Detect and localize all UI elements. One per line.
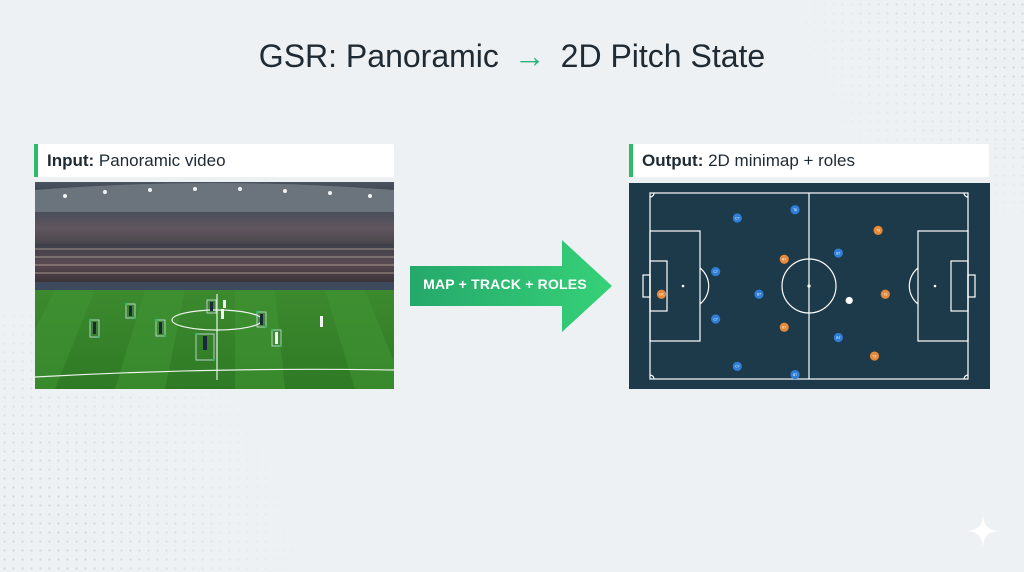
blue-player-dot: [790, 369, 800, 380]
blue-player-role: B7: [757, 293, 761, 297]
blue-player-marker: B7: [833, 332, 843, 343]
left-penalty-arc: [699, 267, 710, 305]
stadium-image: [35, 182, 394, 389]
title-left: GSR: Panoramic: [258, 38, 499, 74]
orange-player-marker: T3: [869, 351, 880, 361]
center-spot: [807, 284, 811, 288]
orange-player-dot: [880, 289, 890, 299]
blue-player-dot: [732, 213, 742, 223]
blue-player-dot: [711, 314, 721, 324]
title-arrow-icon: →: [513, 38, 546, 74]
title-right: 2D Pitch State: [560, 38, 766, 74]
blue-player-marker: C7: [732, 213, 742, 223]
blue-player-dot: [833, 248, 843, 258]
blue-player-role: C7: [713, 270, 717, 274]
orange-player-role: T3: [883, 293, 887, 297]
blue-player-dot: [790, 205, 800, 215]
input-label: Input: Panoramic video: [34, 144, 394, 177]
blue-player-role: B7: [836, 251, 840, 255]
blue-player-role: B7: [793, 373, 797, 377]
input-label-text: Panoramic video: [94, 151, 226, 170]
left-penalty-spot: [681, 284, 685, 288]
right-penalty-arc: [908, 267, 919, 305]
orange-player-role: T3: [872, 354, 876, 358]
orange-player-marker: B7: [779, 254, 789, 264]
blue-player-dot: [732, 361, 742, 371]
sparkle-icon: [967, 515, 999, 547]
blue-player-marker: B7: [790, 369, 800, 380]
output-label: Output: 2D minimap + roles: [629, 144, 989, 177]
output-label-bold: Output:: [642, 151, 704, 170]
orange-player-marker: T3: [880, 289, 890, 299]
right-arrow-icon: [410, 240, 612, 332]
input-label-bold: Input:: [47, 151, 95, 170]
orange-player-marker: GK: [656, 289, 667, 299]
orange-player-role: B7: [782, 258, 786, 262]
process-arrow: MAP + TRACK + ROLES: [410, 240, 615, 332]
orange-player-role: B7: [782, 326, 786, 330]
panoramic-video-frame: [35, 182, 394, 389]
right-penalty-box: [917, 230, 969, 342]
blue-player-role: C7: [735, 216, 739, 220]
orange-player-dot: [869, 351, 880, 361]
orange-player-marker: T3: [873, 225, 883, 235]
blue-player-marker: C7: [711, 266, 721, 277]
slide-title: GSR: Panoramic → 2D Pitch State: [0, 38, 1024, 75]
left-penalty-box: [649, 230, 701, 342]
orange-player-dot: [779, 322, 789, 332]
orange-player-dot: [656, 289, 667, 299]
process-arrow-label: MAP + TRACK + ROLES: [423, 276, 587, 292]
blue-player-marker: B7: [754, 289, 764, 299]
blue-player-dot: [711, 266, 721, 277]
orange-player-role: GK: [659, 293, 665, 297]
blue-player-role: C7: [713, 317, 717, 321]
blue-player-role: B7: [836, 336, 840, 340]
center-circle: [781, 258, 837, 314]
blue-player-role: C7: [735, 365, 739, 369]
orange-player-dot: [873, 225, 883, 235]
blue-player-marker: C7: [732, 361, 742, 371]
left-goal: [642, 274, 651, 298]
blue-player-marker: T6: [790, 205, 800, 215]
left-goal-box: [649, 260, 668, 312]
orange-player-marker: B7: [779, 322, 789, 332]
right-goal-box: [950, 260, 969, 312]
right-penalty-spot: [933, 284, 937, 288]
ball-marker: [845, 296, 853, 305]
orange-player-role: T3: [876, 229, 880, 233]
right-goal: [967, 274, 976, 298]
blue-player-dot: [754, 289, 764, 299]
blue-player-marker: B7: [833, 248, 843, 258]
orange-player-dot: [779, 254, 789, 264]
blue-player-marker: C7: [711, 314, 721, 324]
blue-player-dot: [833, 332, 843, 343]
output-label-text: 2D minimap + roles: [703, 151, 855, 170]
blue-player-role: T6: [793, 208, 797, 212]
